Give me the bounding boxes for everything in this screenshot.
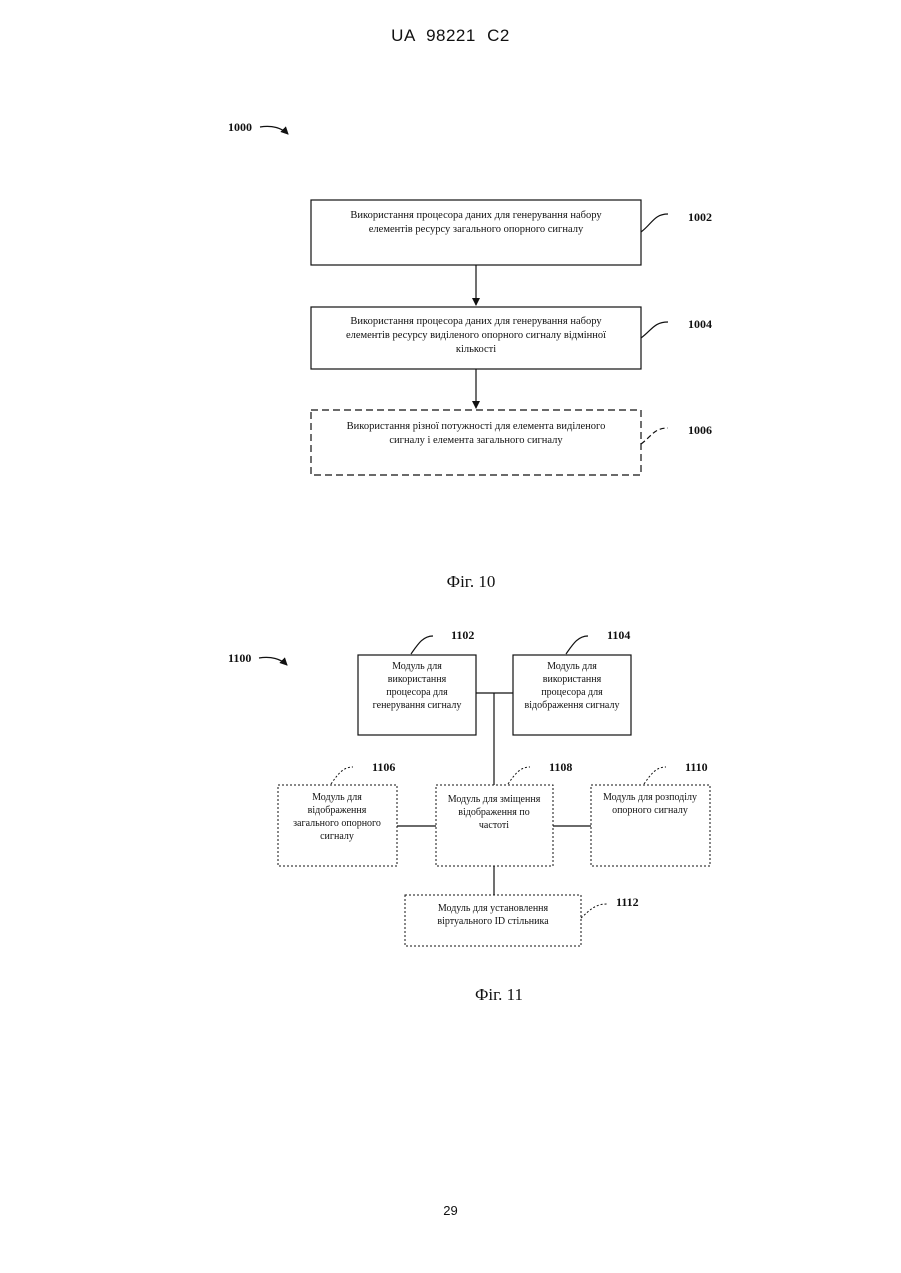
step-1004-line-3: кількості xyxy=(456,344,496,355)
module-1104-line-2: використання xyxy=(543,674,602,685)
module-1102-ref: 1102 xyxy=(451,628,474,642)
module-1108-line-1: Модуль для зміщення xyxy=(448,794,541,805)
step-1006-ref: 1006 xyxy=(688,423,712,437)
fig10-ref-label: 1000 xyxy=(228,120,252,134)
step-1006-leader xyxy=(641,428,668,444)
fig11-caption: Фіг. 11 xyxy=(475,985,523,1004)
module-1104: Модуль для використання процесора для ві… xyxy=(513,628,631,735)
module-1102-line-1: Модуль для xyxy=(392,661,442,672)
module-1102-line-4: генерування сигналу xyxy=(373,700,462,711)
module-1110-line-2: опорного сигналу xyxy=(612,805,688,816)
page-number: 29 xyxy=(0,1203,901,1218)
step-1004-line-1: Використання процесора даних для генерув… xyxy=(350,316,602,327)
module-1108-leader xyxy=(508,767,530,784)
module-1112-line-1: Модуль для установлення xyxy=(438,903,549,914)
module-1106-line-2: відображення xyxy=(308,805,367,816)
module-1106-ref: 1106 xyxy=(372,760,395,774)
module-1102: Модуль для використання процесора для ге… xyxy=(358,628,476,735)
figure-10: 1000 Використання процесора даних для ге… xyxy=(228,120,712,591)
step-1002: Використання процесора даних для генерув… xyxy=(311,200,712,265)
module-1110-leader xyxy=(644,767,666,784)
module-1110-line-1: Модуль для розподілу xyxy=(603,792,697,803)
fig10-ref-arrow xyxy=(260,126,288,134)
step-1002-leader xyxy=(641,214,668,232)
module-1102-line-3: процесора для xyxy=(386,687,448,698)
step-1002-line-2: елементів ресурсу загального опорного си… xyxy=(369,224,584,235)
module-1104-line-3: процесора для xyxy=(541,687,603,698)
step-1002-ref: 1002 xyxy=(688,210,712,224)
module-1108: Модуль для зміщення відображення по част… xyxy=(436,760,572,866)
fig10-caption: Фіг. 10 xyxy=(447,572,496,591)
fig11-ref-arrow xyxy=(259,657,287,665)
step-1006-line-2: сигналу і елемента загального сигналу xyxy=(389,435,563,446)
module-1112: Модуль для установлення віртуального ID … xyxy=(405,895,639,946)
module-1104-line-4: відображення сигналу xyxy=(525,700,620,711)
module-1108-line-2: відображення по xyxy=(458,807,529,818)
module-1108-ref: 1108 xyxy=(549,760,572,774)
module-1112-line-2: віртуального ID стільника xyxy=(437,916,549,927)
module-1102-line-2: використання xyxy=(388,674,447,685)
module-1110: Модуль для розподілу опорного сигналу 11… xyxy=(591,760,710,866)
module-1108-line-3: частоті xyxy=(479,820,509,831)
module-1112-ref: 1112 xyxy=(616,895,639,909)
module-1104-ref: 1104 xyxy=(607,628,630,642)
figure-11: 1100 Модуль для використання процесора д… xyxy=(228,628,710,1004)
step-1004-leader xyxy=(641,322,668,338)
step-1002-line-1: Використання процесора даних для генерув… xyxy=(350,210,602,221)
step-1004-ref: 1004 xyxy=(688,317,712,331)
module-1106-line-1: Модуль для xyxy=(312,792,362,803)
module-1110-ref: 1110 xyxy=(685,760,708,774)
module-1112-leader xyxy=(581,904,607,918)
step-1004-line-2: елементів ресурсу виділеного опорного си… xyxy=(346,330,606,341)
module-1102-leader xyxy=(411,636,433,654)
module-1106-line-3: загального опорного xyxy=(293,818,381,829)
step-1006: Використання різної потужності для елеме… xyxy=(311,410,712,475)
module-1106-leader xyxy=(331,767,353,784)
module-1104-leader xyxy=(566,636,588,654)
fig11-ref-label: 1100 xyxy=(228,651,251,665)
step-1006-line-1: Використання різної потужності для елеме… xyxy=(347,421,606,432)
module-1106: Модуль для відображення загального опорн… xyxy=(278,760,397,866)
module-1104-line-1: Модуль для xyxy=(547,661,597,672)
module-1106-line-4: сигналу xyxy=(320,831,354,842)
step-1004: Використання процесора даних для генерув… xyxy=(311,307,712,369)
